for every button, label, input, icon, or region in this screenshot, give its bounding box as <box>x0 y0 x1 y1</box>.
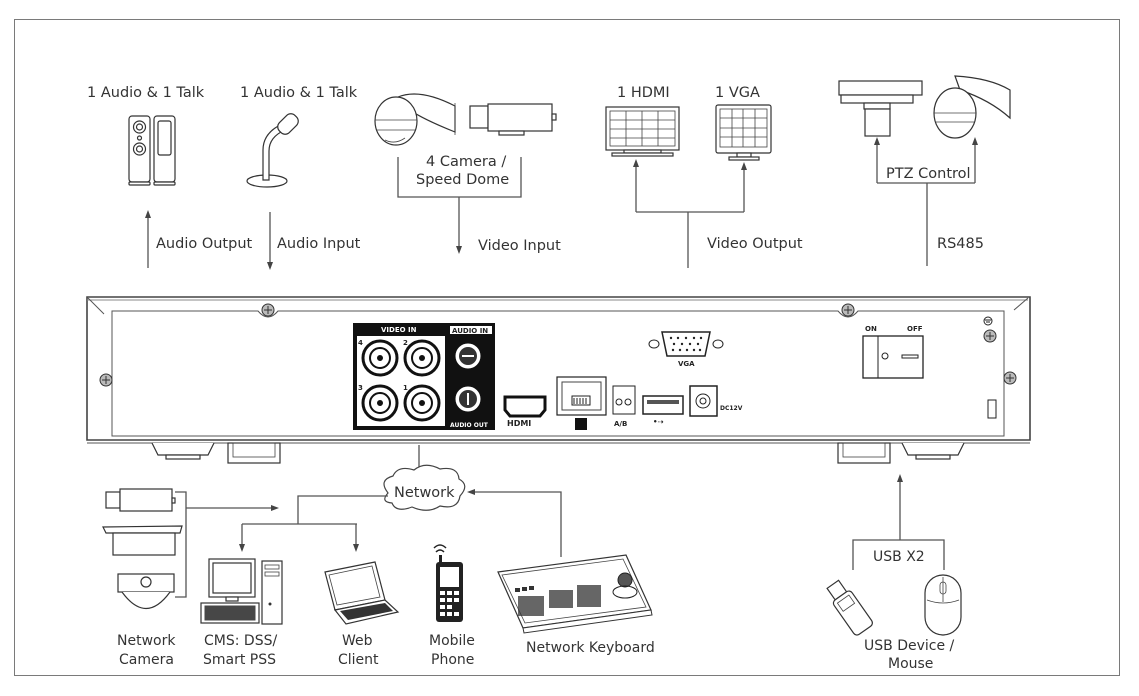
hdmi-monitor-caption: 1 HDMI <box>617 85 670 101</box>
laptop-icon <box>324 561 400 625</box>
dc-power-port[interactable]: DC12V <box>689 385 743 417</box>
hdmi-monitor-icon <box>605 106 680 157</box>
mobile-phone-label-line1: Mobile <box>429 633 475 649</box>
cms-label-line2: Smart PSS <box>203 652 276 668</box>
box-camera-icon <box>105 488 176 512</box>
cameras-group: 4 Camera / Speed Dome Video Input <box>374 93 561 254</box>
power-switch[interactable]: ON OFF <box>862 325 924 379</box>
channel-label: 2 <box>403 339 408 347</box>
network-keyboard-label: Network Keyboard <box>526 640 655 656</box>
network-camera-bracket <box>175 491 187 598</box>
cms-pc-icon <box>200 558 283 625</box>
network-camera-label-line2: Camera <box>119 652 174 668</box>
mobile-phone-icon <box>433 544 463 622</box>
channel-label: 4 <box>358 339 363 347</box>
cameras-caption-line1: 4 Camera / <box>426 154 506 170</box>
screw-icon <box>1003 371 1017 385</box>
vga-monitor-caption: 1 VGA <box>715 85 760 101</box>
video-output-label: Video Output <box>707 236 803 252</box>
bnc-port-2[interactable] <box>403 339 441 377</box>
usb-bracket <box>852 539 945 570</box>
nvr-rear-panel: VIDEO IN AUDIO IN 4 2 3 1 AUDIO OUT HDMI <box>86 296 1031 464</box>
channel-label: 1 <box>403 384 408 392</box>
speed-dome-icon <box>374 93 456 146</box>
vga-port-label: VGA <box>678 360 695 368</box>
vga-port[interactable]: VGA <box>648 331 724 368</box>
client-branch-line <box>297 495 388 524</box>
video-in-label: VIDEO IN <box>381 326 417 334</box>
rs485-port[interactable]: A/B <box>612 385 636 428</box>
dc12v-label: DC12V <box>720 405 743 412</box>
audio-in-label: AUDIO IN <box>452 327 488 335</box>
hdmi-port[interactable]: HDMI <box>503 395 547 428</box>
audio-output-label: Audio Output <box>156 236 253 252</box>
web-client-label-line2: Client <box>338 652 379 668</box>
microphone-caption: 1 Audio & 1 Talk <box>240 85 358 101</box>
usb-port[interactable]: •⇢ <box>642 395 684 426</box>
rs485-label: RS485 <box>937 236 984 252</box>
microphone-icon <box>246 113 299 188</box>
video-audio-port-block: VIDEO IN AUDIO IN 4 2 3 1 AUDIO OUT <box>353 323 495 430</box>
speaker-caption: 1 Audio & 1 Talk <box>87 85 205 101</box>
rs485-port-label: A/B <box>614 420 627 428</box>
usb-group-label: USB X2 <box>873 549 925 565</box>
screw-icon <box>261 303 275 317</box>
bnc-port-4[interactable] <box>361 339 399 377</box>
ptz-group: PTZ Control RS485 <box>838 75 1011 266</box>
usb-device-label-line1: USB Device / <box>864 638 955 654</box>
microphone-group: 1 Audio & 1 Talk Audio Input <box>240 85 361 270</box>
vga-monitor-icon <box>715 104 772 161</box>
network-icon <box>575 418 587 430</box>
ptz-control-label: PTZ Control <box>886 166 971 182</box>
mouse-icon <box>924 574 962 636</box>
web-client-label-line1: Web <box>342 633 373 649</box>
mobile-phone-label-line2: Phone <box>431 652 474 668</box>
switch-off-label: OFF <box>907 325 923 333</box>
audio-out-port[interactable] <box>455 386 481 412</box>
screw-icon <box>983 329 997 343</box>
label-tag <box>987 399 997 419</box>
hdmi-label: HDMI <box>507 419 531 428</box>
network-camera-group: Network Camera <box>102 488 279 668</box>
screw-icon <box>841 303 855 317</box>
network-label: Network <box>394 485 455 501</box>
network-keyboard-icon <box>497 554 653 634</box>
screw-icon <box>99 373 113 387</box>
network-cloud: Network <box>383 445 466 511</box>
usb-icon: •⇢ <box>653 418 663 426</box>
bnc-port-1[interactable] <box>403 384 441 422</box>
network-camera-label-line1: Network <box>117 633 176 649</box>
bullet-camera-icon <box>102 525 183 556</box>
speaker-group: 1 Audio & 1 Talk Audio Output <box>87 85 253 268</box>
switch-on-label: ON <box>865 325 877 333</box>
audio-out-label: AUDIO OUT <box>450 422 489 429</box>
diagram-frame <box>14 19 1120 676</box>
ptz-dome-icon <box>933 75 1011 139</box>
ethernet-port[interactable] <box>556 376 607 430</box>
network-keyboard-arrow <box>467 489 562 557</box>
audio-in-port[interactable] <box>455 343 481 369</box>
speaker-icon <box>128 115 176 186</box>
cameras-caption-line2: Speed Dome <box>416 172 509 188</box>
channel-label: 3 <box>358 384 363 392</box>
ptz-housing-camera-icon <box>838 80 923 137</box>
ground-icon <box>983 316 993 326</box>
audio-input-label: Audio Input <box>277 236 361 252</box>
box-camera-icon <box>469 103 557 136</box>
cms-label-line1: CMS: DSS/ <box>204 633 277 649</box>
video-input-label: Video Input <box>478 238 561 254</box>
usb-flash-drive-icon <box>826 579 873 636</box>
monitors-group: 1 HDMI 1 VGA <box>605 85 803 268</box>
dome-camera-icon <box>117 573 175 609</box>
usb-device-label-line2: Mouse <box>888 656 933 672</box>
bnc-port-3[interactable] <box>361 384 399 422</box>
